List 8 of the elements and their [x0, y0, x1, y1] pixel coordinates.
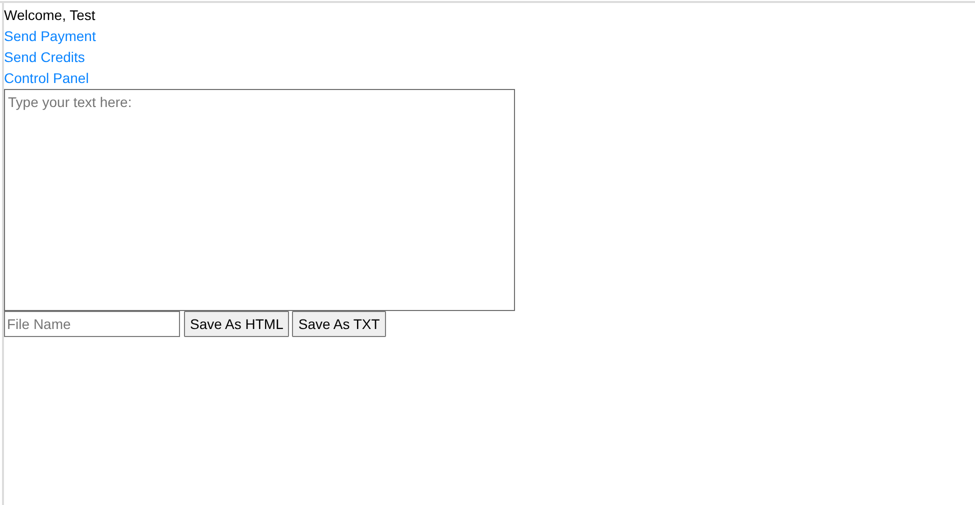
- nav-link: Send Credits: [4, 48, 85, 67]
- nav-link: Control Panel: [4, 69, 89, 88]
- nav-link: Send Payment: [4, 27, 96, 46]
- text-area: Type your text here:: [4, 89, 515, 311]
- save-button: Save As HTML: [184, 311, 290, 337]
- input-field: File Name: [4, 311, 180, 337]
- save-button: Save As TXT: [292, 311, 386, 337]
- welcome-text: Welcome, Test: [4, 6, 96, 25]
